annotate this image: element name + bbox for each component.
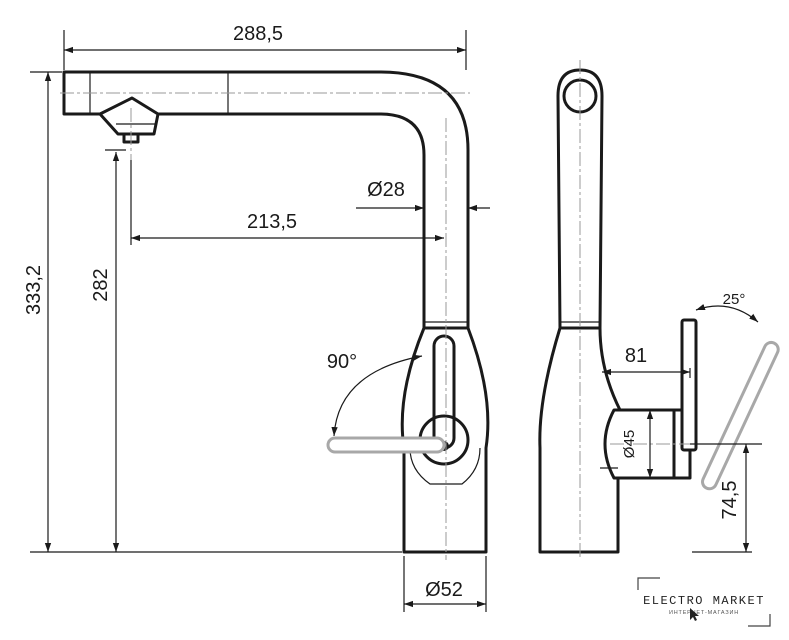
dim-lever-tilt: 25° bbox=[723, 291, 746, 308]
side-lever-upright bbox=[680, 318, 698, 452]
dim-lever-tilt-arc bbox=[695, 304, 759, 323]
dim-overall-reach: 288,5 bbox=[233, 23, 283, 45]
dim-outlet-height: 282 bbox=[90, 268, 112, 301]
dim-lever-projection: 81 bbox=[625, 345, 647, 367]
front-spout-outline bbox=[62, 70, 470, 330]
electro-market-logo: ELECTRO MARKET ИНТЕРНЕТ-МАГАЗИН bbox=[637, 577, 771, 627]
front-lever bbox=[432, 334, 456, 450]
dimension-lines: 288,5 Ø28 213,5 333,2 282 90° Ø52 25° 81… bbox=[23, 23, 762, 612]
dim-lever-hub-diameter: Ø45 bbox=[621, 430, 638, 458]
logo-corner-top bbox=[637, 577, 660, 590]
dim-overall-height: 333,2 bbox=[23, 265, 45, 315]
side-lever-tilted bbox=[701, 340, 780, 491]
logo-corner-bottom bbox=[748, 614, 771, 627]
side-view bbox=[538, 60, 780, 560]
front-view bbox=[60, 70, 490, 560]
spray-head-nozzle bbox=[98, 96, 160, 136]
dim-spout-diameter: Ø28 bbox=[367, 179, 405, 201]
cursor-icon bbox=[690, 608, 699, 621]
logo-name: ELECTRO MARKET bbox=[643, 594, 765, 608]
dim-lever-rotation: 90° bbox=[327, 351, 357, 373]
front-lever-rotated bbox=[326, 436, 446, 454]
dim-lever-rotation-arc bbox=[331, 354, 423, 437]
front-body-inner bbox=[409, 447, 481, 485]
dim-lever-axis-height: 74,5 bbox=[719, 481, 741, 520]
dim-base-diameter: Ø52 bbox=[425, 579, 463, 601]
dim-spout-reach: 213,5 bbox=[247, 211, 297, 233]
side-spout-outline bbox=[556, 68, 604, 330]
logo-subtitle: ИНТЕРНЕТ-МАГАЗИН bbox=[669, 610, 739, 616]
